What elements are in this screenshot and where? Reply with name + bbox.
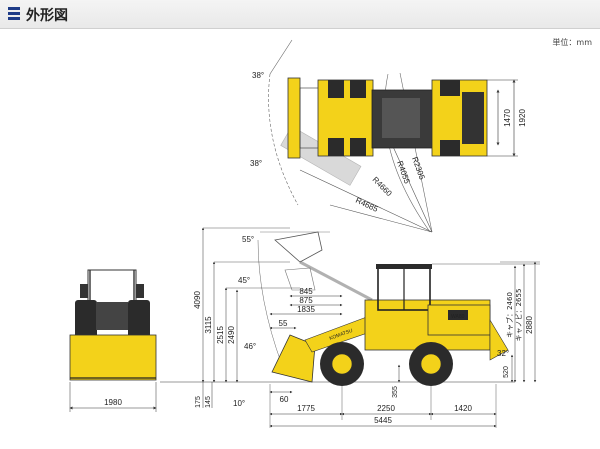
- top-view: 1470 1920 38° 38° R4685 R4660 R4055 R230…: [250, 39, 527, 233]
- angle-32-label: 32°: [497, 349, 509, 358]
- h-145-label: 145: [205, 396, 212, 408]
- side-view: KOMATSU WA80 4090 3115 2515 2490 175: [160, 227, 540, 428]
- reach-875-label: 875: [299, 296, 313, 305]
- d-55-label: 55: [279, 319, 288, 328]
- front-width-label: 1980: [104, 398, 122, 407]
- r-min-label: R2305: [410, 156, 427, 182]
- cab-height-label: キャブ：2460: [505, 292, 514, 338]
- clear-520-label: 520: [503, 366, 510, 378]
- overall-length-label: 5445: [374, 416, 392, 425]
- angle-45-label: 45°: [238, 276, 250, 285]
- angle-bottom-label: 38°: [250, 159, 262, 168]
- list-icon: [8, 7, 20, 21]
- width-1470-label: 1470: [503, 109, 512, 127]
- d-60-label: 60: [280, 395, 289, 404]
- canopy-height-label: キャノピ：2655: [515, 289, 523, 342]
- h-3115-label: 3115: [204, 316, 213, 334]
- h-175-label: 175: [195, 396, 202, 408]
- angle-top-label: 38°: [252, 71, 264, 80]
- r-mid-label: R4660: [371, 175, 394, 198]
- width-1920-label: 1920: [518, 109, 527, 127]
- r-outer-label: R4685: [354, 196, 380, 214]
- ground-355-label: 355: [392, 386, 399, 398]
- angle-10-label: 10°: [233, 399, 245, 408]
- h-2515-label: 2515: [216, 326, 225, 344]
- section-header: 外形図: [0, 0, 600, 29]
- model-text: WA80: [451, 314, 465, 320]
- front-view: 1980: [69, 269, 157, 412]
- angle-46-label: 46°: [244, 342, 256, 351]
- h-2490-label: 2490: [227, 326, 236, 344]
- reach-1835-label: 1835: [297, 305, 315, 314]
- overall-height-label: 2880: [525, 316, 534, 334]
- unit-note: 単位：mm: [552, 38, 592, 47]
- h-4090-label: 4090: [193, 291, 202, 309]
- len-1775-label: 1775: [297, 404, 315, 413]
- len-1420-label: 1420: [454, 404, 472, 413]
- reach-845-label: 845: [299, 287, 313, 296]
- page-title: 外形図: [26, 8, 68, 24]
- angle-55-label: 55°: [242, 235, 254, 244]
- wheelbase-label: 2250: [377, 404, 395, 413]
